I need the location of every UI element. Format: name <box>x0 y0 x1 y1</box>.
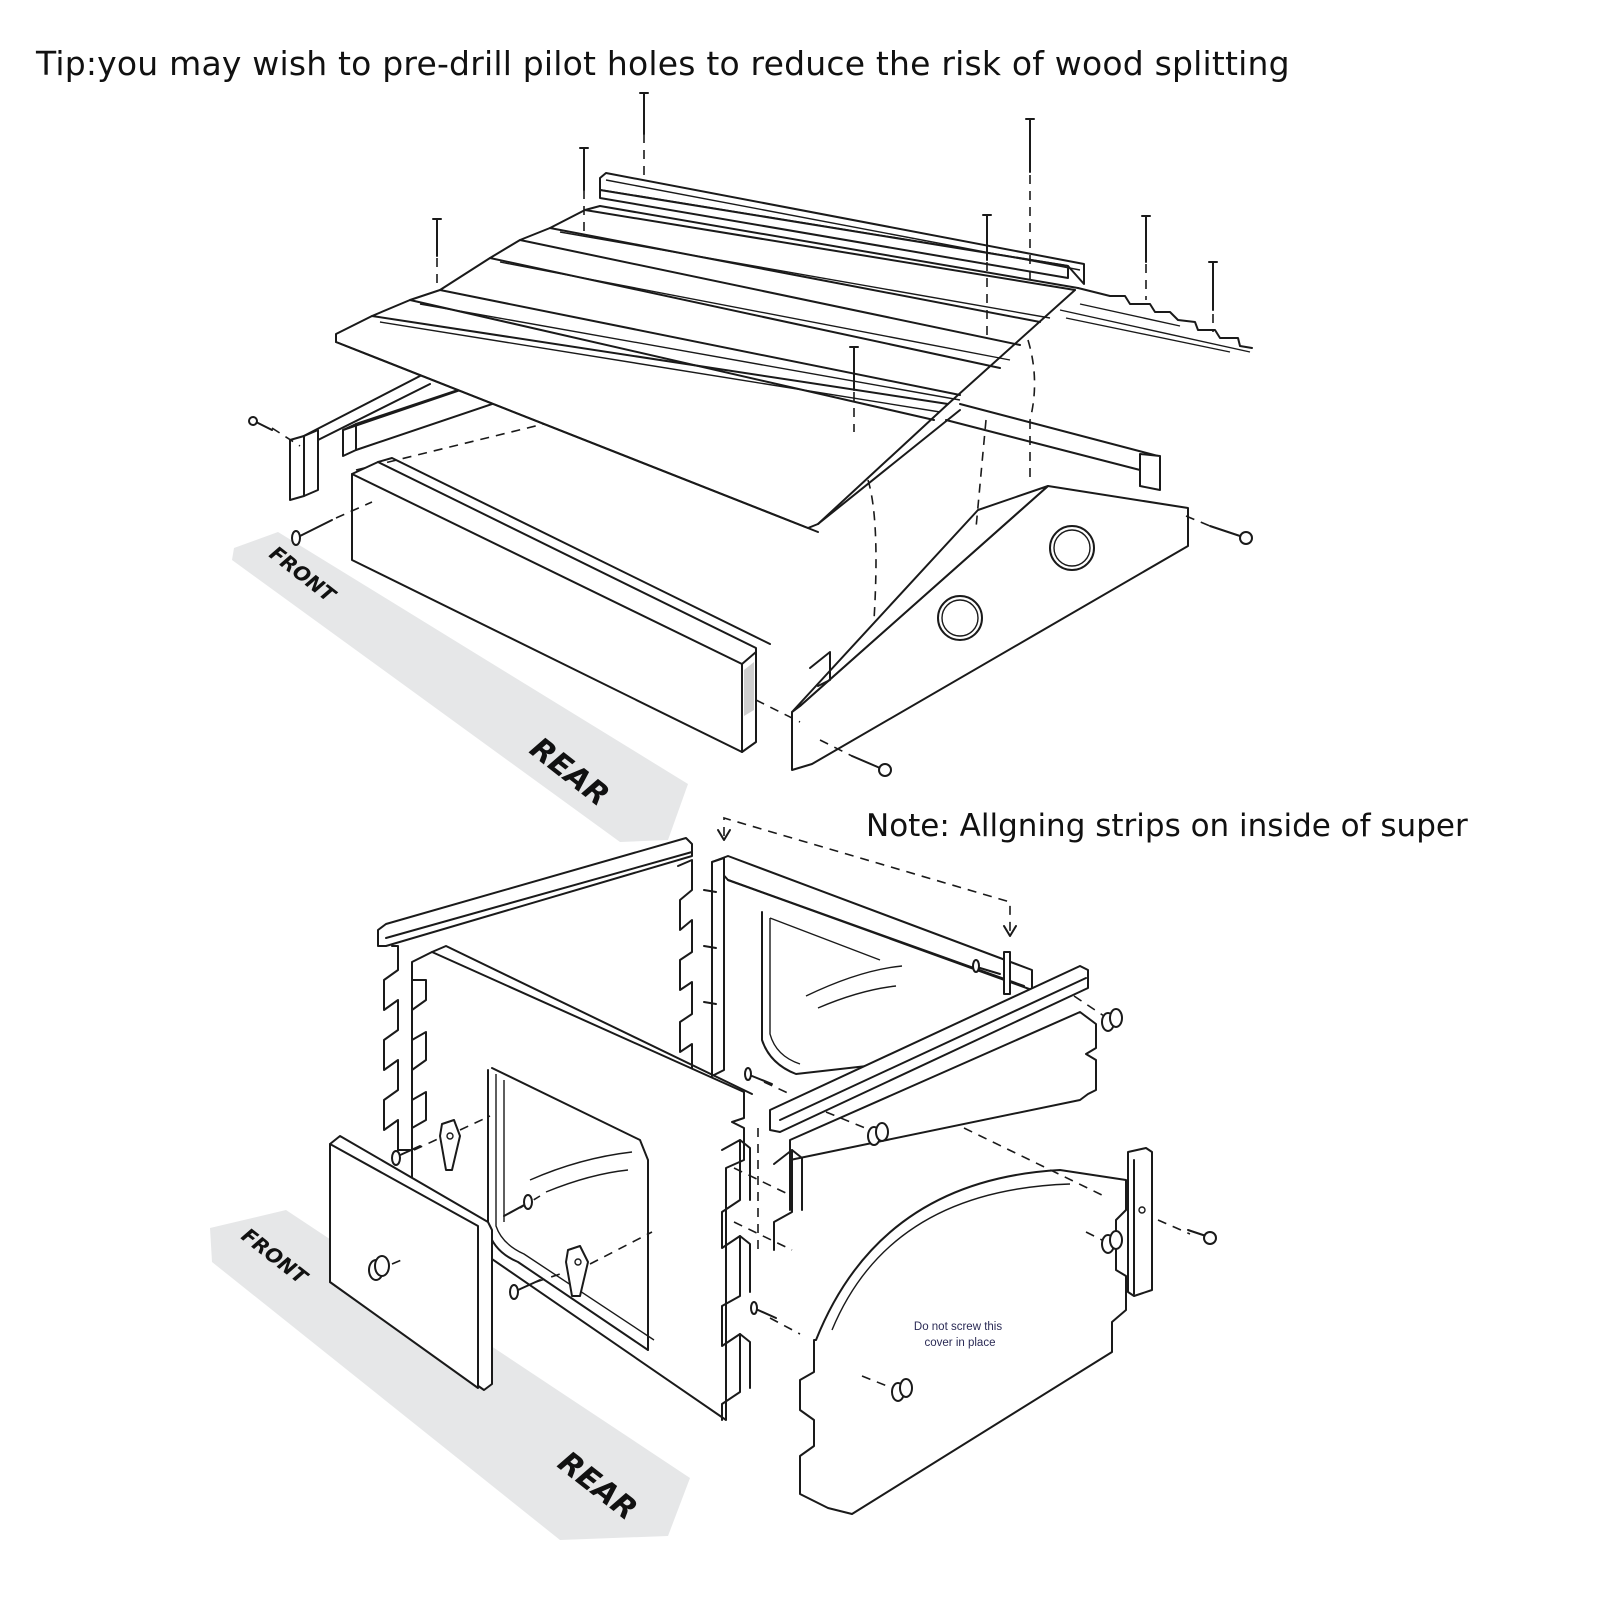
front-left-panel <box>411 945 753 1421</box>
entrance-cover <box>329 1135 493 1391</box>
direction-band-roof: FRONT REAR <box>232 532 688 842</box>
knob-icon <box>891 1378 913 1402</box>
tip-text: Tip:you may wish to pre-drill pilot hole… <box>36 44 1290 83</box>
roof-assembly: FRONT REAR <box>232 92 1253 842</box>
screw-icon <box>579 147 589 191</box>
front-board <box>351 457 771 753</box>
knob-icon <box>867 1122 889 1146</box>
knob-icon <box>368 1255 390 1281</box>
back-right-wall <box>703 855 1033 1077</box>
roof-guide-lines <box>271 134 1214 757</box>
turn-button-icon <box>565 1245 589 1297</box>
screw-icon <box>750 1301 777 1319</box>
back-left-wall <box>377 837 715 1151</box>
screw-icon <box>744 1067 773 1085</box>
side-slide-strip <box>1127 1147 1153 1297</box>
screw-icon <box>972 959 1001 975</box>
screw-icon <box>503 1194 533 1217</box>
super-guide-lines <box>413 995 1191 1389</box>
roof-slats-front <box>335 205 1079 533</box>
screw-icon <box>248 416 273 431</box>
screw-icon <box>639 92 649 135</box>
screw-icon <box>849 346 859 391</box>
super-assembly: FRONT REAR <box>210 816 1217 1540</box>
right-wall <box>769 965 1097 1211</box>
finger-joint-column <box>721 1128 803 1421</box>
knob-icon <box>1101 1008 1123 1032</box>
ridge-cap <box>599 172 1085 285</box>
arched-cover-panel: Do not screw this cover in place <box>799 1169 1127 1515</box>
note-text: Note: Allgning strips on inside of super <box>866 808 1468 844</box>
turn-button-icon <box>439 1119 461 1171</box>
knob-icon <box>1101 1230 1123 1254</box>
screw-icon <box>1187 1229 1217 1245</box>
super-screws <box>391 959 1217 1319</box>
screw-icon <box>509 1279 541 1300</box>
screw-icon <box>1208 261 1218 311</box>
screw-icon <box>1025 118 1035 173</box>
screw-icon <box>391 1145 421 1166</box>
screw-icon <box>291 519 333 546</box>
screw-icon <box>432 218 442 257</box>
right-gable-end <box>791 403 1189 771</box>
screw-icon <box>982 214 992 261</box>
direction-band-super: FRONT REAR <box>210 1210 690 1540</box>
roof-screws <box>248 92 1253 777</box>
screw-icon <box>1209 525 1253 545</box>
left-gable-end <box>289 375 561 501</box>
cover-warning-line1: Do not screw this <box>914 1321 1002 1333</box>
alignment-arrow <box>717 816 1017 937</box>
roof-slats-back <box>1059 287 1253 353</box>
cover-warning-line2: cover in place <box>925 1337 996 1349</box>
screw-icon <box>1141 215 1151 263</box>
screw-icon <box>851 755 892 777</box>
